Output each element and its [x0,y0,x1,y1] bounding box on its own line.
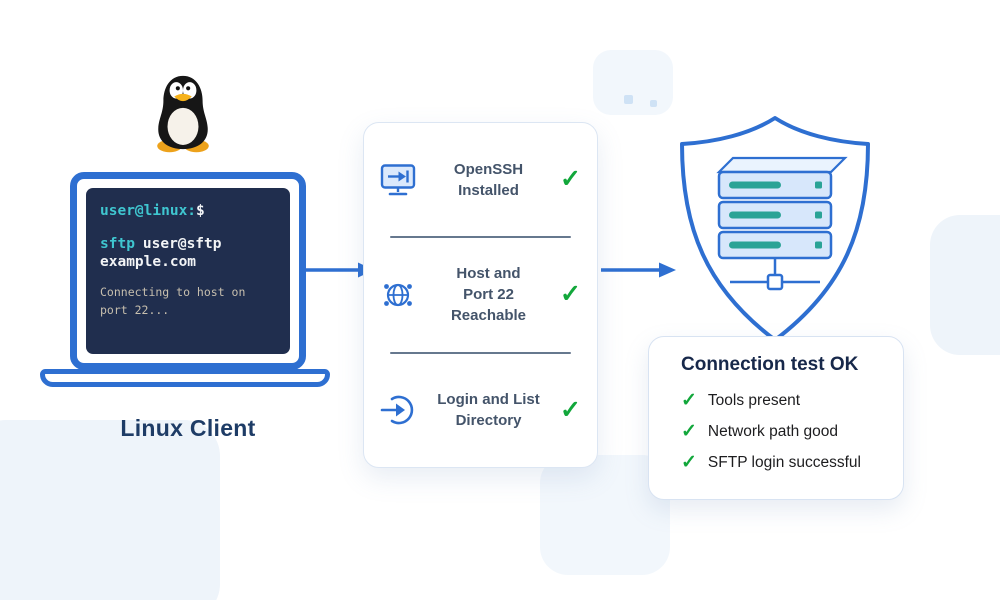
terminal-window: user@linux:$ sftp user@sftp example.com C… [86,188,290,354]
shield-icon [680,116,870,342]
terminal-command-argument: user@sftp [142,236,222,252]
divider [390,351,571,354]
tux-penguin-icon [157,75,209,153]
result-title: Connection test OK [681,354,859,375]
terminal-command-wrap: example.com [100,254,197,270]
server-indicator-dot [815,211,822,219]
login-arrow-icon [380,392,422,428]
tux-eye [175,86,180,91]
decor-dot [624,95,633,104]
checklist-item-label: OpenSSH Installed [453,160,524,199]
result-item-label: Network path good [707,422,839,440]
checkmark-icon: ✓ [560,165,581,194]
result-item-label: Tools present [707,391,801,409]
checkmark-icon: ✓ [560,280,581,309]
network-globe-icon [380,277,422,313]
checklist-item-host-port: Host and Port 22 Reachable ✓ [364,238,597,351]
terminal-command-wrap-line: example.com [100,254,276,270]
divider [390,236,571,239]
result-item-sftp-login: ✓ SFTP login successful [681,447,885,478]
checklist-item-label: Host and Port 22 Reachable [450,265,527,325]
result-item-label: SFTP login successful [707,453,861,471]
client-label: Linux Client [120,415,256,441]
server-stack-icon [716,156,848,291]
server-lid [716,156,848,174]
checkmark-icon: ✓ [560,395,581,424]
tux-beak [174,93,192,102]
result-item-tools: ✓ Tools present [681,385,885,416]
result-item-network: ✓ Network path good [681,416,885,447]
checkmark-icon: ✓ [681,452,697,473]
background-blob [593,50,673,115]
openssh-monitor-icon [380,163,422,197]
server-indicator-bar [729,241,781,249]
checkmark-icon: ✓ [681,421,697,442]
terminal-prompt-user: user@linux: [100,203,197,219]
checklist-item-openssh: OpenSSH Installed ✓ [364,123,597,236]
checklist-card: OpenSSH Installed ✓ Host and Port 22 Rea… [363,122,598,468]
tux-belly [167,107,199,145]
checklist-item-label: Login and List Directory [437,391,540,430]
checklist-item-login: Login and List Directory ✓ [364,354,597,467]
terminal-command-keyword: sftp [100,236,135,252]
checkmark-icon: ✓ [681,390,697,411]
tux-eye [186,86,191,91]
server-indicator-bar [729,211,781,219]
connection-result-card: Connection test OK ✓ Tools present ✓ Net… [648,336,904,500]
server-indicator-dot [815,241,822,249]
background-blob [930,215,1000,355]
terminal-command-line: sftp user@sftp [100,236,276,252]
decor-dot [650,100,657,107]
terminal-status-line-1: Connecting to host on [100,285,246,299]
terminal-prompt-line: user@linux:$ [100,203,276,219]
background-blob [0,420,220,600]
terminal-prompt-symbol: $ [196,203,205,219]
server-indicator-bar [729,181,781,189]
terminal-status-line-2: port 22... [100,302,170,317]
server-network-node [766,273,784,291]
laptop-base [40,369,330,387]
server-indicator-dot [815,181,822,189]
laptop-screen: user@linux:$ sftp user@sftp example.com C… [70,172,306,370]
